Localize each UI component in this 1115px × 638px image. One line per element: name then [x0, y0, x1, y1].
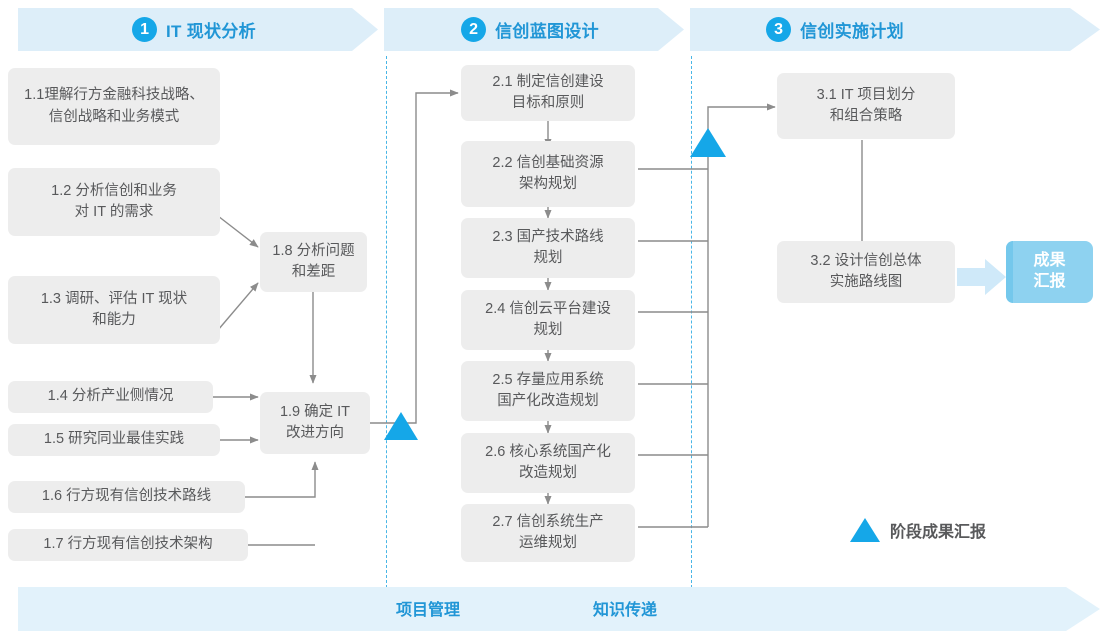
phase-divider-left [386, 56, 387, 588]
bottom-label-knowledge-transfer: 知识传递 [593, 602, 658, 619]
phase-label-3: 信创实施计划 [800, 22, 904, 41]
bottom-label-project-management: 项目管理 [396, 602, 461, 619]
phase-number-3: 3 [766, 17, 792, 42]
legend-label: 阶段成果汇报 [890, 524, 987, 541]
phase-label-2: 信创蓝图设计 [495, 22, 599, 41]
result-output-box[interactable]: 成果 汇报 [1006, 241, 1093, 303]
process-box-1-5[interactable]: 1.5 研究同业最佳实践 [8, 424, 220, 456]
process-box-1-3[interactable]: 1.3 调研、评估 IT 现状 和能力 [8, 276, 220, 344]
process-box-1-4[interactable]: 1.4 分析产业侧情况 [8, 381, 213, 413]
phase-segment-1 [18, 8, 378, 51]
process-box-3-2[interactable]: 3.2 设计信创总体 实施路线图 [777, 241, 955, 303]
process-box-1-1[interactable]: 1.1理解行方金融科技战略、 信创战略和业务模式 [8, 68, 220, 145]
phase-number-2: 2 [461, 17, 487, 42]
process-box-1-2[interactable]: 1.2 分析信创和业务 对 IT 的需求 [8, 168, 220, 236]
phase-header-3: 3 信创实施计划 [690, 8, 980, 51]
phase-divider-right [691, 56, 692, 588]
milestone-triangle-1 [384, 412, 418, 440]
process-box-2-7[interactable]: 2.7 信创系统生产 运维规划 [461, 504, 635, 562]
process-box-3-1[interactable]: 3.1 IT 项目划分 和组合策略 [777, 73, 955, 139]
milestone-triangle-icon [850, 518, 880, 542]
result-arrow-icon [957, 259, 1006, 295]
legend: 阶段成果汇报 [850, 518, 986, 542]
process-box-2-4[interactable]: 2.4 信创云平台建设 规划 [461, 290, 635, 350]
phase-label-1: IT 现状分析 [166, 22, 256, 41]
phase-banner: 1 IT 现状分析 2 信创蓝图设计 3 信创实施计划 [0, 8, 1115, 51]
process-box-2-6[interactable]: 2.6 核心系统国产化 改造规划 [461, 433, 635, 493]
process-box-2-5[interactable]: 2.5 存量应用系统 国产化改造规划 [461, 361, 635, 421]
phase-segment-3 [690, 8, 1100, 51]
process-box-1-8[interactable]: 1.8 分析问题 和差距 [260, 232, 367, 292]
phase-header-2: 2 信创蓝图设计 [384, 8, 676, 51]
process-box-1-7[interactable]: 1.7 行方现有信创技术架构 [8, 529, 248, 561]
process-box-2-1[interactable]: 2.1 制定信创建设 目标和原则 [461, 65, 635, 121]
process-box-1-9[interactable]: 1.9 确定 IT 改进方向 [260, 392, 370, 454]
milestone-triangle-2 [690, 128, 726, 157]
phase-segment-2 [384, 8, 684, 51]
process-box-2-3[interactable]: 2.3 国产技术路线 规划 [461, 218, 635, 278]
phase-header-1: 1 IT 现状分析 [18, 8, 370, 51]
bottom-banner [18, 587, 1100, 631]
process-box-2-2[interactable]: 2.2 信创基础资源 架构规划 [461, 141, 635, 207]
process-box-1-6[interactable]: 1.6 行方现有信创技术路线 [8, 481, 245, 513]
phase-number-1: 1 [132, 17, 158, 42]
